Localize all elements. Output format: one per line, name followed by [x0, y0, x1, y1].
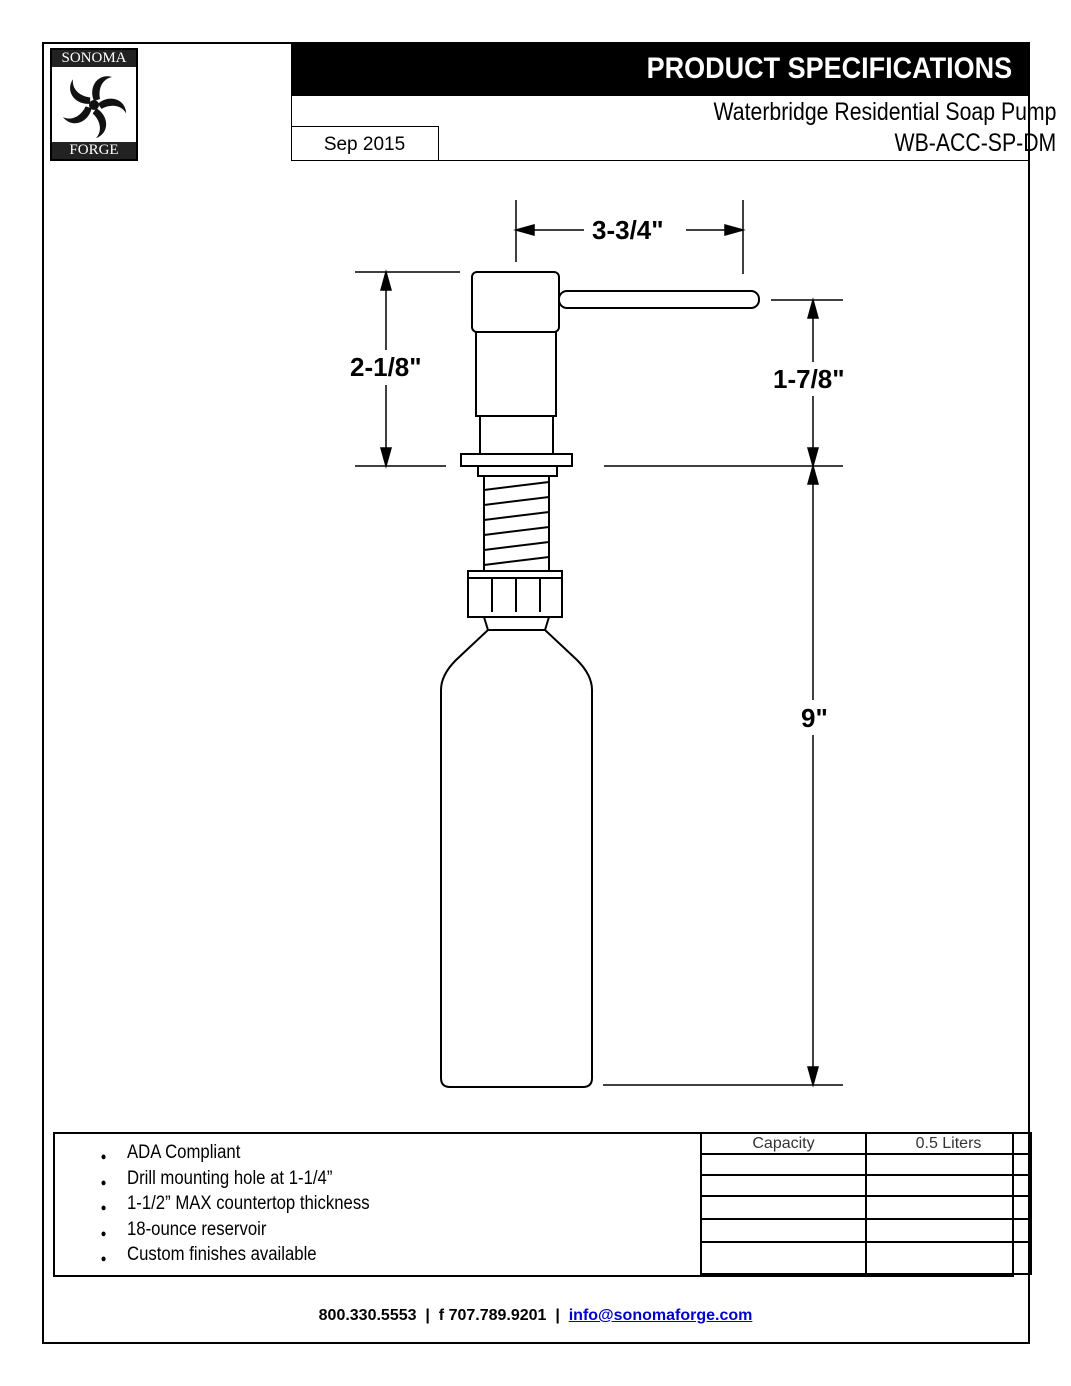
- feature-item: Drill mounting hole at 1-1/4”: [101, 1168, 906, 1194]
- features-box: ADA Compliant Drill mounting hole at 1-1…: [53, 1132, 1014, 1277]
- model-number: WB-ACC-SP-DM: [894, 129, 1056, 157]
- soap-pump-outline: [440, 271, 760, 1088]
- dimension-head-height: 2-1/8": [350, 352, 422, 382]
- features-list: ADA Compliant Drill mounting hole at 1-1…: [55, 1142, 1012, 1270]
- spec-label: [700, 1195, 867, 1220]
- table-row: [700, 1195, 1032, 1220]
- logo-bottom-text: FORGE: [52, 142, 136, 159]
- header-bottom-line: [291, 160, 1028, 161]
- feature-item: Custom finishes available: [101, 1244, 906, 1270]
- dimension-lines: [355, 200, 843, 1088]
- separator: |: [550, 1307, 565, 1324]
- spec-label: [700, 1218, 867, 1243]
- swirl-logo-icon: [62, 76, 127, 138]
- table-row: [700, 1241, 1032, 1275]
- table-row: [700, 1218, 1032, 1243]
- separator: |: [420, 1307, 435, 1324]
- table-row: [700, 1174, 1032, 1197]
- spec-label: [700, 1174, 867, 1197]
- sonoma-forge-logo: SONOMA FORGE: [50, 48, 138, 161]
- dimension-bottle-length: 9": [801, 703, 828, 733]
- dimension-spout-length: 3-3/4": [592, 215, 664, 245]
- spec-value: [865, 1174, 1032, 1197]
- phone-number: 800.330.5553: [318, 1307, 417, 1324]
- logo-top-text: SONOMA: [52, 50, 136, 67]
- spec-label: [700, 1241, 867, 1275]
- footer-contact: 800.330.5553 | f 707.789.9201 | info@son…: [0, 1306, 1071, 1326]
- spec-label: [700, 1153, 867, 1176]
- spec-value: [865, 1218, 1032, 1243]
- feature-item: 1-1/2” MAX countertop thickness: [101, 1193, 906, 1219]
- table-row: [700, 1153, 1032, 1176]
- spec-label: Capacity: [700, 1132, 867, 1155]
- spec-value: [865, 1195, 1032, 1220]
- product-name: Waterbridge Residential Soap Pump: [713, 98, 1056, 126]
- header-divider: [291, 95, 292, 161]
- dimension-spout-height: 1-7/8": [773, 364, 845, 394]
- spec-value: 0.5 Liters: [865, 1132, 1032, 1155]
- page-title: PRODUCT SPECIFICATIONS: [646, 52, 1012, 85]
- spec-value: [865, 1241, 1032, 1275]
- feature-item: ADA Compliant: [101, 1142, 906, 1168]
- header-bar: PRODUCT SPECIFICATIONS: [291, 43, 1028, 96]
- feature-item: 18-ounce reservoir: [101, 1219, 906, 1245]
- spec-value: [865, 1153, 1032, 1176]
- email-link[interactable]: info@sonomaforge.com: [568, 1307, 753, 1324]
- date-box: Sep 2015: [291, 126, 439, 161]
- fax-number: f 707.789.9201: [438, 1307, 547, 1324]
